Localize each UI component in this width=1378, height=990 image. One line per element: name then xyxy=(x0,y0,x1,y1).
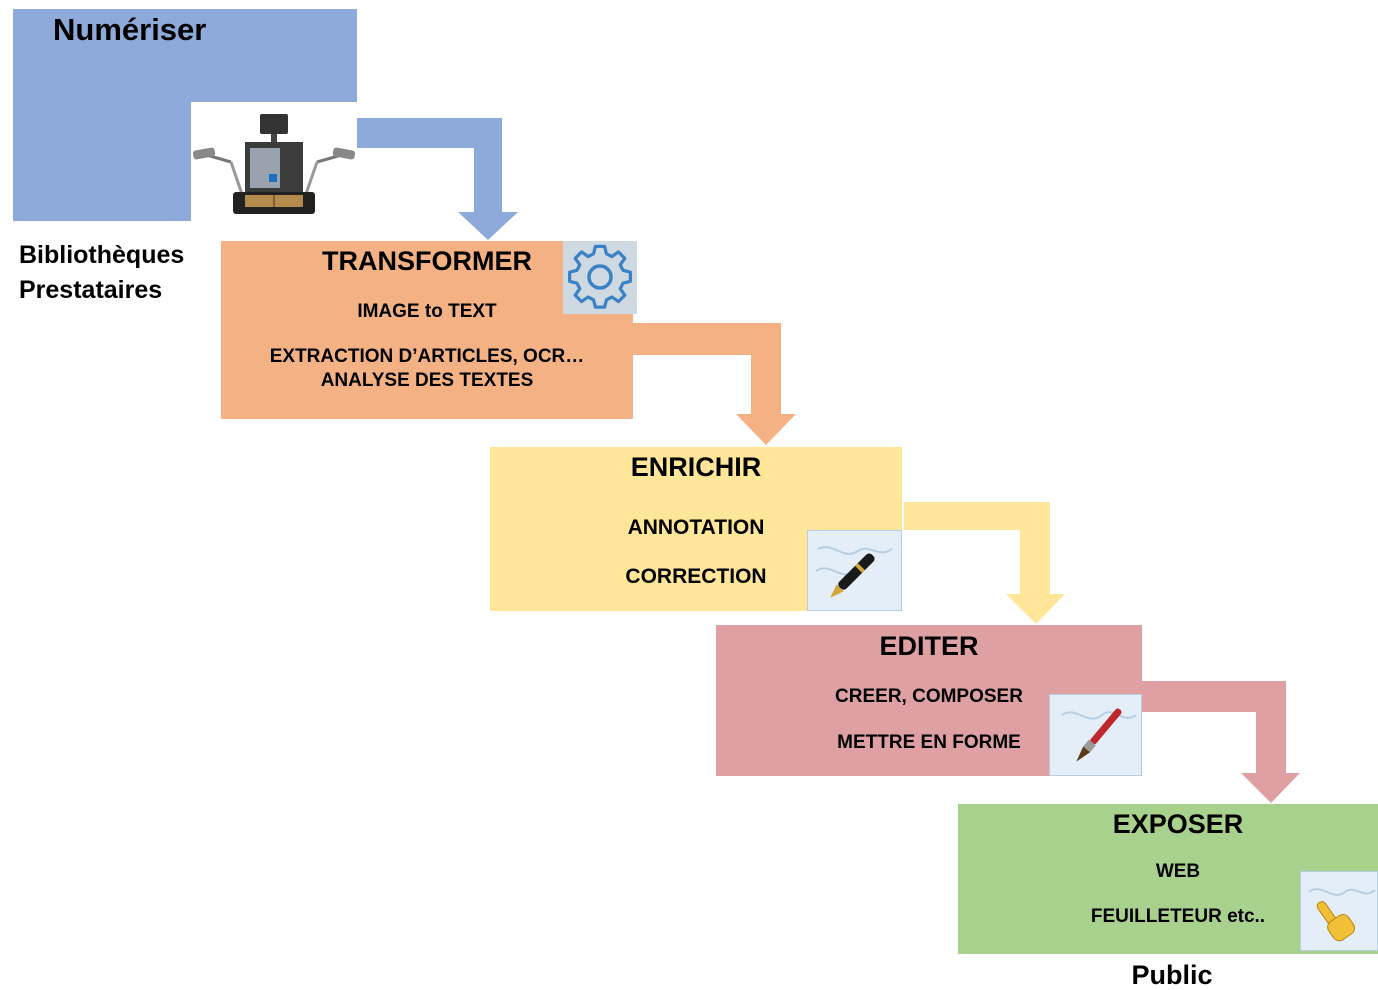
pen-icon xyxy=(807,530,902,611)
stage-transformer-line-2: EXTRACTION D’ARTICLES, OCR… xyxy=(269,346,585,367)
actor-bottom-label: Public xyxy=(1131,960,1213,990)
stage-exposer-title: EXPOSER xyxy=(1112,809,1244,839)
stage-numeriser-box xyxy=(13,9,357,102)
arrow-editer-to-exposer xyxy=(1142,681,1300,803)
actor-top-line-1: Bibliothèques xyxy=(19,241,185,269)
gear-icon xyxy=(563,241,637,314)
stage-exposer-line-1: WEB xyxy=(1155,861,1201,882)
arrow-numeriser-to-transformer xyxy=(357,118,518,240)
stage-transformer-line-1: IMAGE to TEXT xyxy=(357,301,497,322)
arrow-enrichir-to-editer xyxy=(904,502,1065,624)
stage-numeriser-box-lower xyxy=(13,102,191,221)
stage-transformer-title: TRANSFORMER xyxy=(322,246,532,276)
stage-editer-line-2: METTRE EN FORME xyxy=(837,732,1021,753)
stage-editer-line-1: CREER, COMPOSER xyxy=(835,686,1023,707)
pointing-hand-icon xyxy=(1300,871,1378,951)
stage-enrichir-title: ENRICHIR xyxy=(630,452,762,482)
stage-exposer-line-2: FEUILLETEUR etc.. xyxy=(1090,906,1266,927)
stage-numeriser-title: Numériser xyxy=(53,12,207,47)
arrow-transformer-to-enrichir xyxy=(633,323,796,445)
stage-enrichir-line-2: CORRECTION xyxy=(625,565,767,588)
stage-transformer-line-3: ANALYSE DES TEXTES xyxy=(320,370,534,391)
stage-enrichir-line-1: ANNOTATION xyxy=(627,516,765,539)
paintbrush-icon xyxy=(1049,694,1142,776)
book-scanner-icon xyxy=(191,102,357,221)
actor-top-line-2: Prestataires xyxy=(19,276,163,304)
stage-editer-title: EDITER xyxy=(879,631,979,661)
